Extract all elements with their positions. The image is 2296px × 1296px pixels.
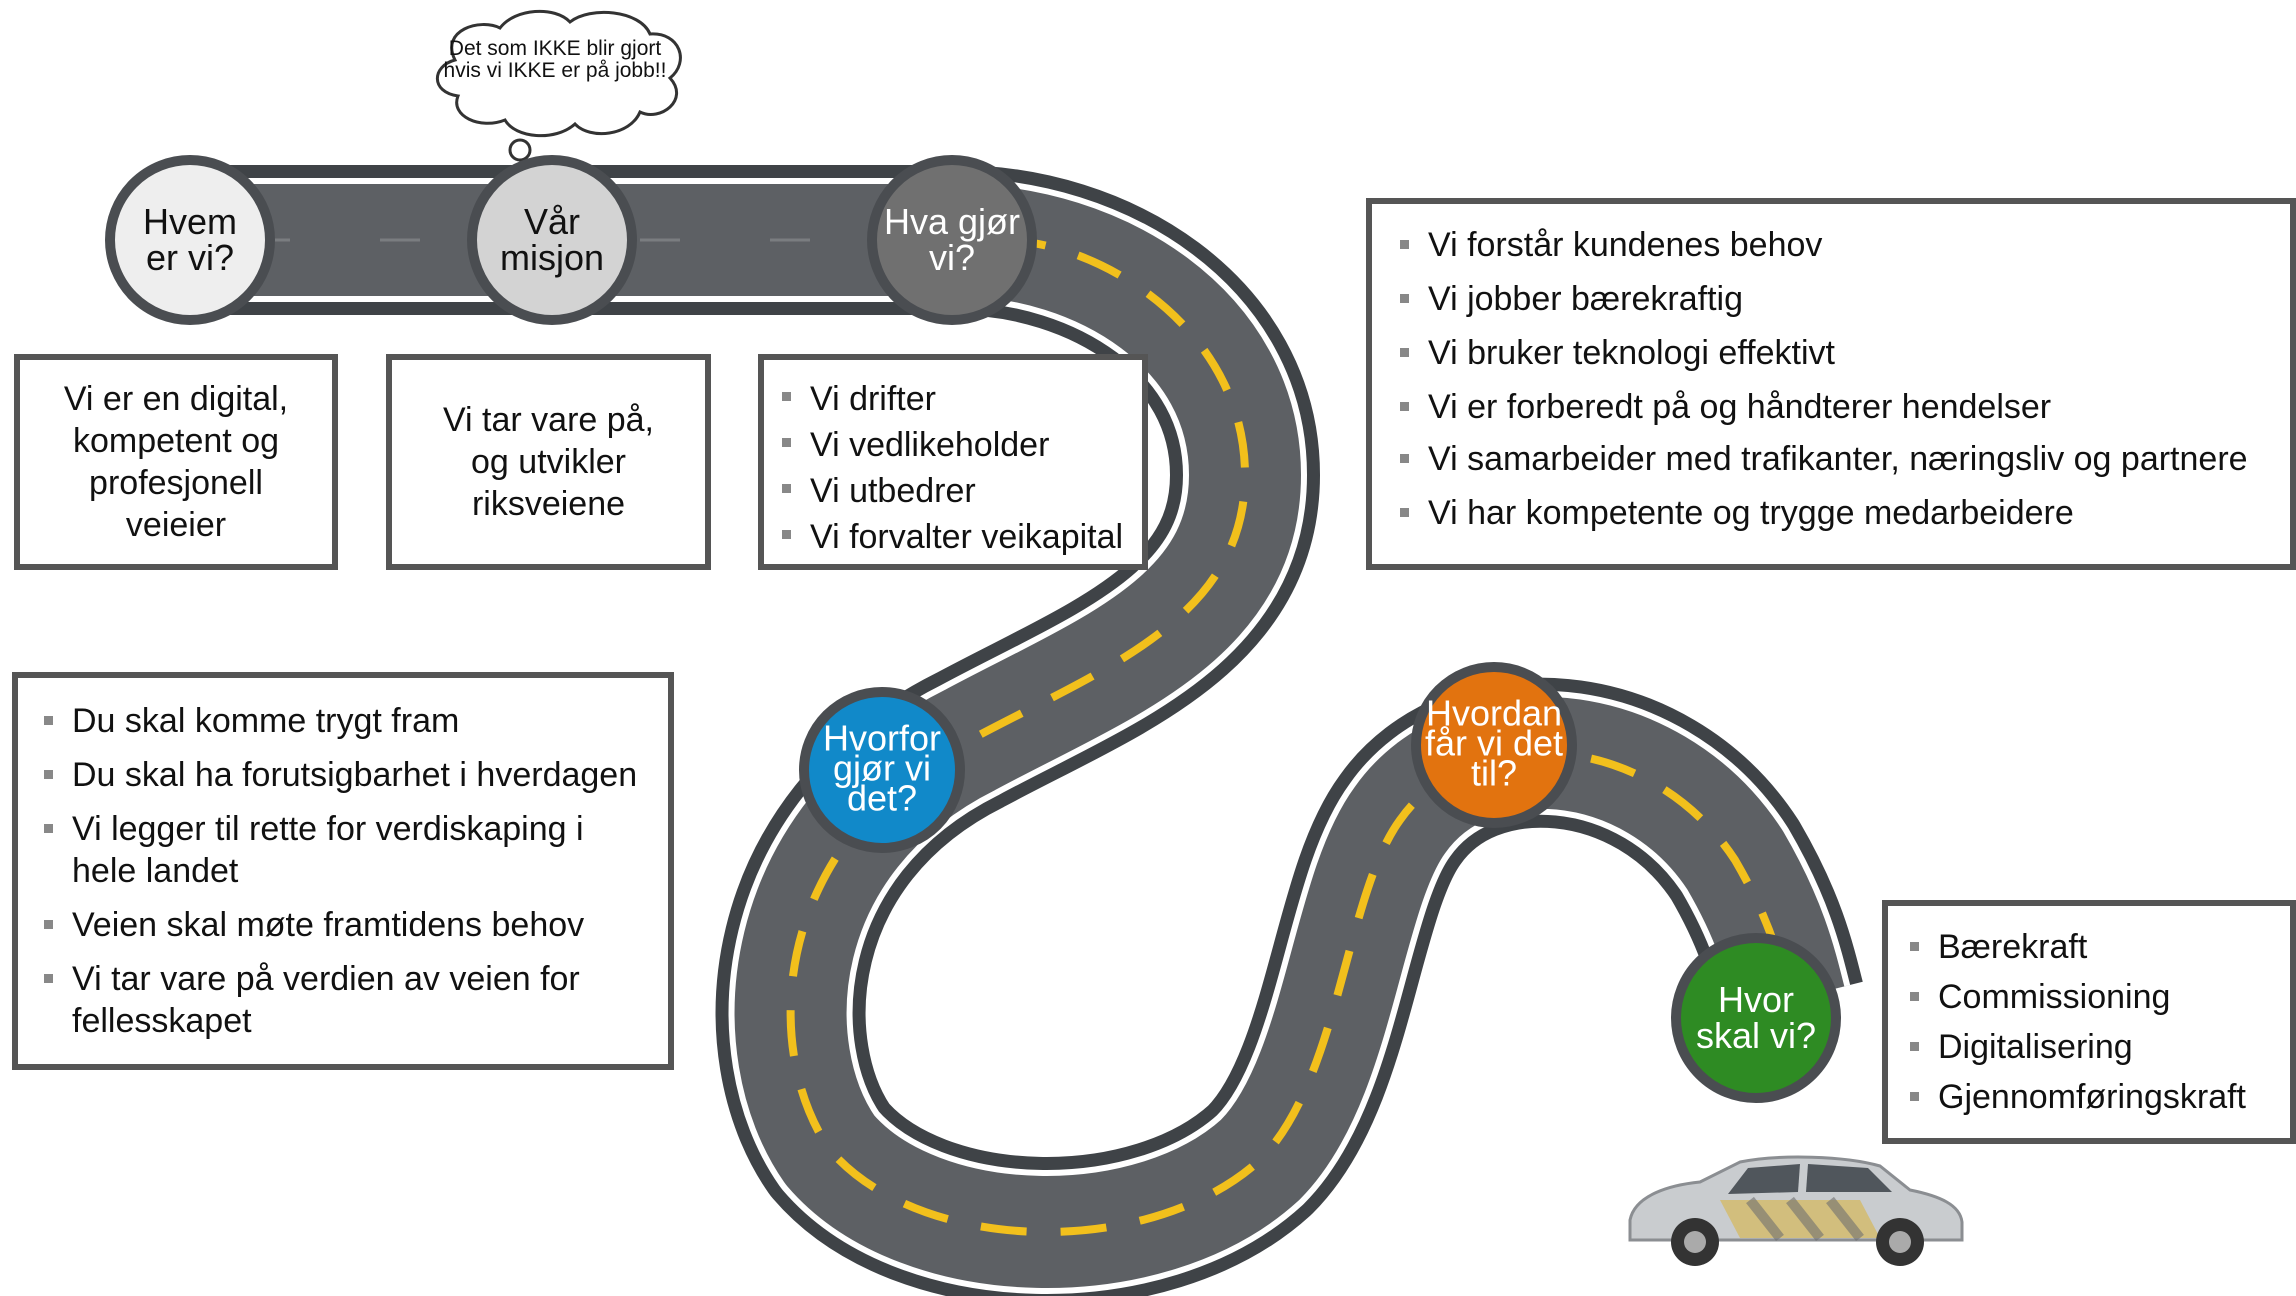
box-hvorfor: Du skal komme trygt fram Du skal ha foru…: [12, 672, 674, 1070]
box-misjon: Vi tar vare på, og utvikler riksveiene: [386, 354, 711, 570]
road-center-dashes: [786, 236, 1794, 1236]
list-item: Vi tar vare på verdien av veien for fell…: [36, 958, 658, 1042]
list-item: Vi er forberedt på og håndterer hendelse…: [1392, 386, 2290, 428]
box-misjon-text: Vi tar vare på, og utvikler riksveiene: [442, 401, 655, 523]
box-hvordan: Vi forstår kundenes behov Vi jobber bære…: [1366, 198, 2296, 570]
cloud-text: Det som IKKE blir gjort hvis vi IKKE er …: [443, 37, 667, 82]
list-item: Vi bruker teknologi effektivt: [1392, 332, 2290, 374]
list-item: Vi utbedrer: [774, 468, 1136, 514]
stop-circle-hvem: [105, 155, 275, 325]
list-item: Vi forstår kundenes behov: [1392, 224, 2290, 266]
list-item: Gjennomføringskraft: [1902, 1076, 2290, 1118]
list-item: Vi har kompetente og trygge medarbeidere: [1392, 492, 2290, 534]
list-item: Vi samarbeider med trafikanter, næringsl…: [1392, 438, 2290, 480]
list-hvor: Bærekraft Commissioning Digitalisering G…: [1902, 926, 2290, 1118]
thought-cloud: [436, 9, 682, 178]
car-illustration: [1628, 1155, 1964, 1266]
list-item: Digitalisering: [1902, 1026, 2290, 1068]
list-item: Veien skal møte framtidens behov: [36, 904, 658, 946]
list-hvordan: Vi forstår kundenes behov Vi jobber bære…: [1392, 224, 2290, 534]
list-item: Vi drifter: [774, 376, 1136, 422]
list-hva: Vi drifter Vi vedlikeholder Vi utbedrer …: [774, 376, 1136, 560]
stop-circle-misjon: [467, 155, 637, 325]
box-hvor: Bærekraft Commissioning Digitalisering G…: [1882, 900, 2296, 1144]
list-item: Vi vedlikeholder: [774, 422, 1136, 468]
box-hva: Vi drifter Vi vedlikeholder Vi utbedrer …: [758, 354, 1148, 570]
list-item: Bærekraft: [1902, 926, 2290, 968]
box-hvem: Vi er en digital, kompetent og profesjon…: [14, 354, 338, 570]
stop-circle-hvorfor: [799, 687, 965, 853]
list-item: Vi legger til rette for verdiskaping i h…: [36, 808, 658, 892]
list-item: Du skal ha forutsigbarhet i hverdagen: [36, 754, 658, 796]
list-hvorfor: Du skal komme trygt fram Du skal ha foru…: [36, 700, 658, 1042]
list-item: Du skal komme trygt fram: [36, 700, 658, 742]
stop-circle-hvor: [1671, 933, 1841, 1103]
stop-circle-hva: [867, 155, 1037, 325]
list-item: Vi jobber bærekraftig: [1392, 278, 2290, 320]
list-item: Commissioning: [1902, 976, 2290, 1018]
list-item: Vi forvalter veikapital: [774, 514, 1136, 560]
box-hvem-text: Vi er en digital, kompetent og profesjon…: [63, 380, 289, 544]
stop-circle-hvordan: [1411, 662, 1577, 828]
